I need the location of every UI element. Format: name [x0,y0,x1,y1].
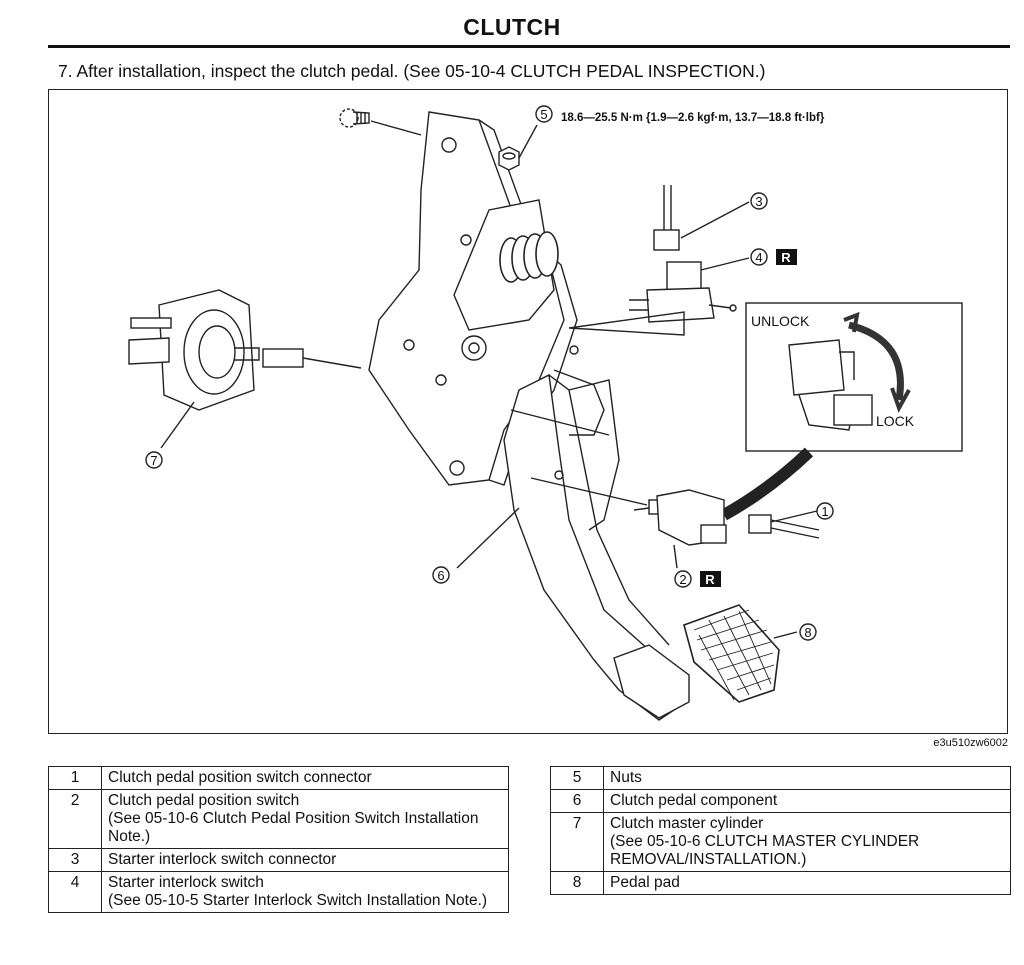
part-name: Pedal pad [603,871,1011,895]
callout-7: 7 [145,451,163,469]
part-number: 2 [48,789,102,849]
exploded-diagram: 5 18.6—25.5 N·m {1.9—2.6 kgf·m, 13.7—18.… [48,89,1008,734]
svg-text:8: 8 [804,625,811,640]
leader-1 [770,510,818,523]
master-cylinder [128,289,362,411]
table-row: 3 Starter interlock switch connector [48,848,509,872]
part-note: (See 05-10-6 Clutch Pedal Position Switc… [108,810,479,845]
svg-text:1: 1 [821,504,828,519]
callout-3: 3 [750,192,768,210]
table-row: 5 Nuts [550,766,1011,790]
pushrod-pin [449,460,465,476]
leader-3 [680,201,750,239]
starter-interlock-switch [629,261,737,323]
leader-6 [456,507,520,569]
table-row: 8 Pedal pad [550,871,1011,895]
figure-code: e3u510zw6002 [933,737,1008,749]
replace-mark-2: R [700,571,721,587]
callout-2: 2 [674,570,692,588]
table-row: 7 Clutch master cylinder(See 05-10-6 CLU… [550,812,1011,872]
header-rule [48,45,1010,48]
table-row: 4 Starter interlock switch(See 05-10-5 S… [48,871,509,913]
nut [498,146,520,171]
diagram-svg: 5 18.6—25.5 N·m {1.9—2.6 kgf·m, 13.7—18.… [128,105,963,721]
switch-mount-lines [568,311,685,336]
parts-table-right: 5 Nuts 6 Clutch pedal component 7 Clutch… [550,766,1011,895]
part-name: Clutch pedal position switch(See 05-10-6… [101,789,509,849]
part-name: Clutch master cylinder(See 05-10-6 CLUTC… [603,812,1011,872]
pedal-foot [613,644,690,719]
inset-pointer [721,447,814,521]
callout-6: 6 [432,566,450,584]
table-row: 2 Clutch pedal position switch(See 05-10… [48,789,509,849]
svg-text:6: 6 [437,568,444,583]
callout-4: 4 [750,248,768,266]
unlock-label: UNLOCK [751,313,810,329]
replace-mark-4: R [776,249,797,265]
lock-detail-connector [788,339,873,431]
callout-text: 5 [540,107,547,122]
svg-text:7: 7 [150,453,157,468]
step-instruction: 7. After installation, inspect the clutc… [58,61,766,81]
part-number: 6 [550,789,604,813]
position-switch-connector [748,514,820,539]
part-name: Clutch pedal position switch connector [101,766,509,790]
table-row: 6 Clutch pedal component [550,789,1011,813]
pivot-bolt [461,335,487,361]
leader-4 [700,257,750,271]
starter-switch-connector [653,185,680,251]
part-number: 8 [550,871,604,895]
bolt [339,108,370,128]
part-number: 1 [48,766,102,790]
callout-1: 1 [816,502,834,520]
return-spring [499,231,559,283]
svg-text:R: R [781,250,791,265]
torque-spec: 18.6—25.5 N·m {1.9—2.6 kgf·m, 13.7—18.8 … [561,112,825,124]
lock-label: LOCK [876,413,915,429]
parts-table-left: 1 Clutch pedal position switch connector… [48,766,509,913]
part-number: 3 [48,848,102,872]
callout-8: 8 [799,623,817,641]
unlock-lock-arrow [848,321,904,401]
part-number: 5 [550,766,604,790]
bracket-hole [435,374,447,386]
svg-text:3: 3 [755,194,762,209]
svg-text:R: R [705,572,715,587]
part-note: (See 05-10-5 Starter Interlock Switch In… [108,892,488,909]
page-title: CLUTCH [463,14,561,40]
lower-bracket [553,369,605,436]
bracket-hole-top [441,137,457,153]
table-row: 1 Clutch pedal position switch connector [48,766,509,790]
svg-text:2: 2 [679,572,686,587]
leader-8 [773,631,798,639]
part-name: Clutch pedal component [603,789,1011,813]
bracket-hole [403,339,415,351]
bracket-hole [460,234,472,246]
part-number: 4 [48,871,102,913]
leader-7 [160,401,195,449]
part-name: Starter interlock switch connector [101,848,509,872]
callout-5: 5 [535,105,553,123]
part-number: 7 [550,812,604,872]
position-switch [633,489,727,546]
part-note: (See 05-10-6 CLUTCH MASTER CYLINDER REMO… [610,833,920,868]
svg-text:4: 4 [755,250,762,265]
pedal-pad-drawing [683,604,780,703]
leader-2 [673,544,678,569]
part-name: Starter interlock switch(See 05-10-5 Sta… [101,871,509,913]
part-name: Nuts [603,766,1011,790]
